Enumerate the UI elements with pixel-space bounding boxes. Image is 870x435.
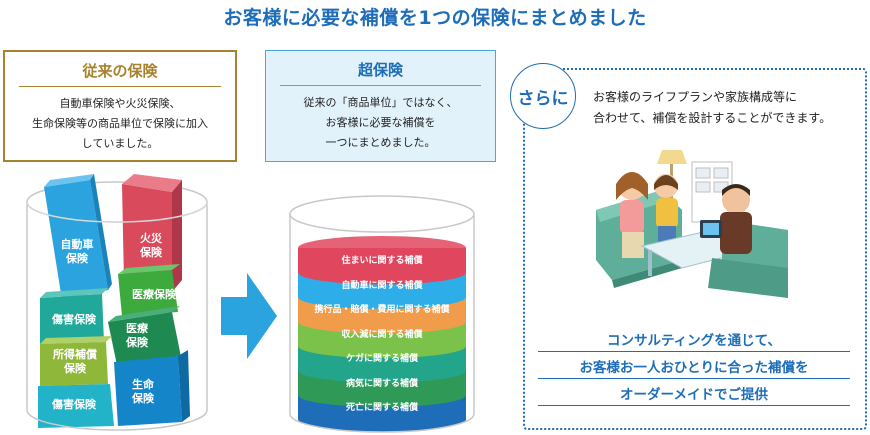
conventional-line: 生命保険等の商品単位で保険に加入 [32,117,208,130]
conventional-line: していました。 [81,137,159,150]
block-medical-mid [108,312,182,370]
coverage-layer-label: 収入減に関する補償 [341,329,423,340]
super-insurance-box: 超保険 従来の「商品単位」ではなく、 お客様に必要な補償を 一つにまとめました。 [265,50,496,162]
block-injury-bottom [38,384,114,428]
block-life [114,356,182,426]
block-label-injury-top: 傷害保険 [52,313,96,326]
coverage-layer-top [298,236,466,260]
conventional-insurance-box: 従来の保険 自動車保険や火災保険、 生命保険等の商品単位で保険に加入 していまし… [3,50,237,162]
block-label-injury-bottom: 傷害保険 [52,398,96,411]
coverage-layer-label: 死亡に関する補償 [345,403,418,413]
super-jar-illustration [289,195,475,433]
block-label-medical-mid: 医療 保険 [126,322,148,349]
heading-divider [280,85,481,86]
super-description: 従来の「商品単位」ではなく、 お客様に必要な補償を 一つにまとめました。 [266,93,495,153]
conventional-jar-illustration [26,174,208,431]
consultation-illustration [596,150,788,298]
block-label-life: 生命 保険 [132,378,154,405]
block-income [40,342,108,386]
page-title: お客様に必要な補償を1つの保険にまとめました [223,7,647,29]
block-auto [44,180,108,300]
additional-service-text: お客様のライフプランや家族構成等に 合わせて、補償を設計することができます。 [593,87,863,129]
conventional-heading: 従来の保険 [82,62,158,80]
arrow-right-icon [221,273,277,359]
super-heading: 超保険 [357,61,403,79]
conventional-line: 自動車保険や火災保険、 [59,97,181,110]
consulting-message-line: オーダーメイドでご提供 [538,383,850,406]
super-line: 従来の「商品単位」ではなく、 [303,96,458,109]
furthermore-badge: さらに [510,63,576,129]
super-line: お客様に必要な補償を [325,116,436,129]
block-label-medical-top: 医療保険 [132,288,176,301]
block-medical-top [118,270,178,316]
coverage-layer-label: ケガに関する補償 [345,354,418,364]
coverage-layer-label: 携行品・賠償・費用に関する補償 [314,305,450,315]
additional-line: お客様のライフプランや家族構成等に [593,90,798,104]
super-line: 一つにまとめました。 [325,136,436,149]
coverage-layer-label: 病気に関する補償 [345,378,418,389]
heading-divider [19,86,221,87]
additional-line: 合わせて、補償を設計することができます。 [593,111,832,125]
conventional-description: 自動車保険や火災保険、 生命保険等の商品単位で保険に加入 していました。 [5,94,235,154]
additional-service-box [523,68,867,430]
block-label-income: 所得補償 保険 [53,348,97,375]
block-injury-top [40,294,104,344]
coverage-layer-label: 自動車に関する補償 [341,280,423,291]
block-label-fire: 火災 保険 [140,232,162,259]
block-fire [122,184,172,292]
coverage-layer-label: 住まいに関する補償 [341,256,423,266]
consulting-message-line: お客様お一人おひとりに合った補償を [538,356,850,379]
block-label-auto: 自動車 保険 [60,238,94,265]
consulting-message-line: コンサルティングを通じて、 [538,329,850,352]
